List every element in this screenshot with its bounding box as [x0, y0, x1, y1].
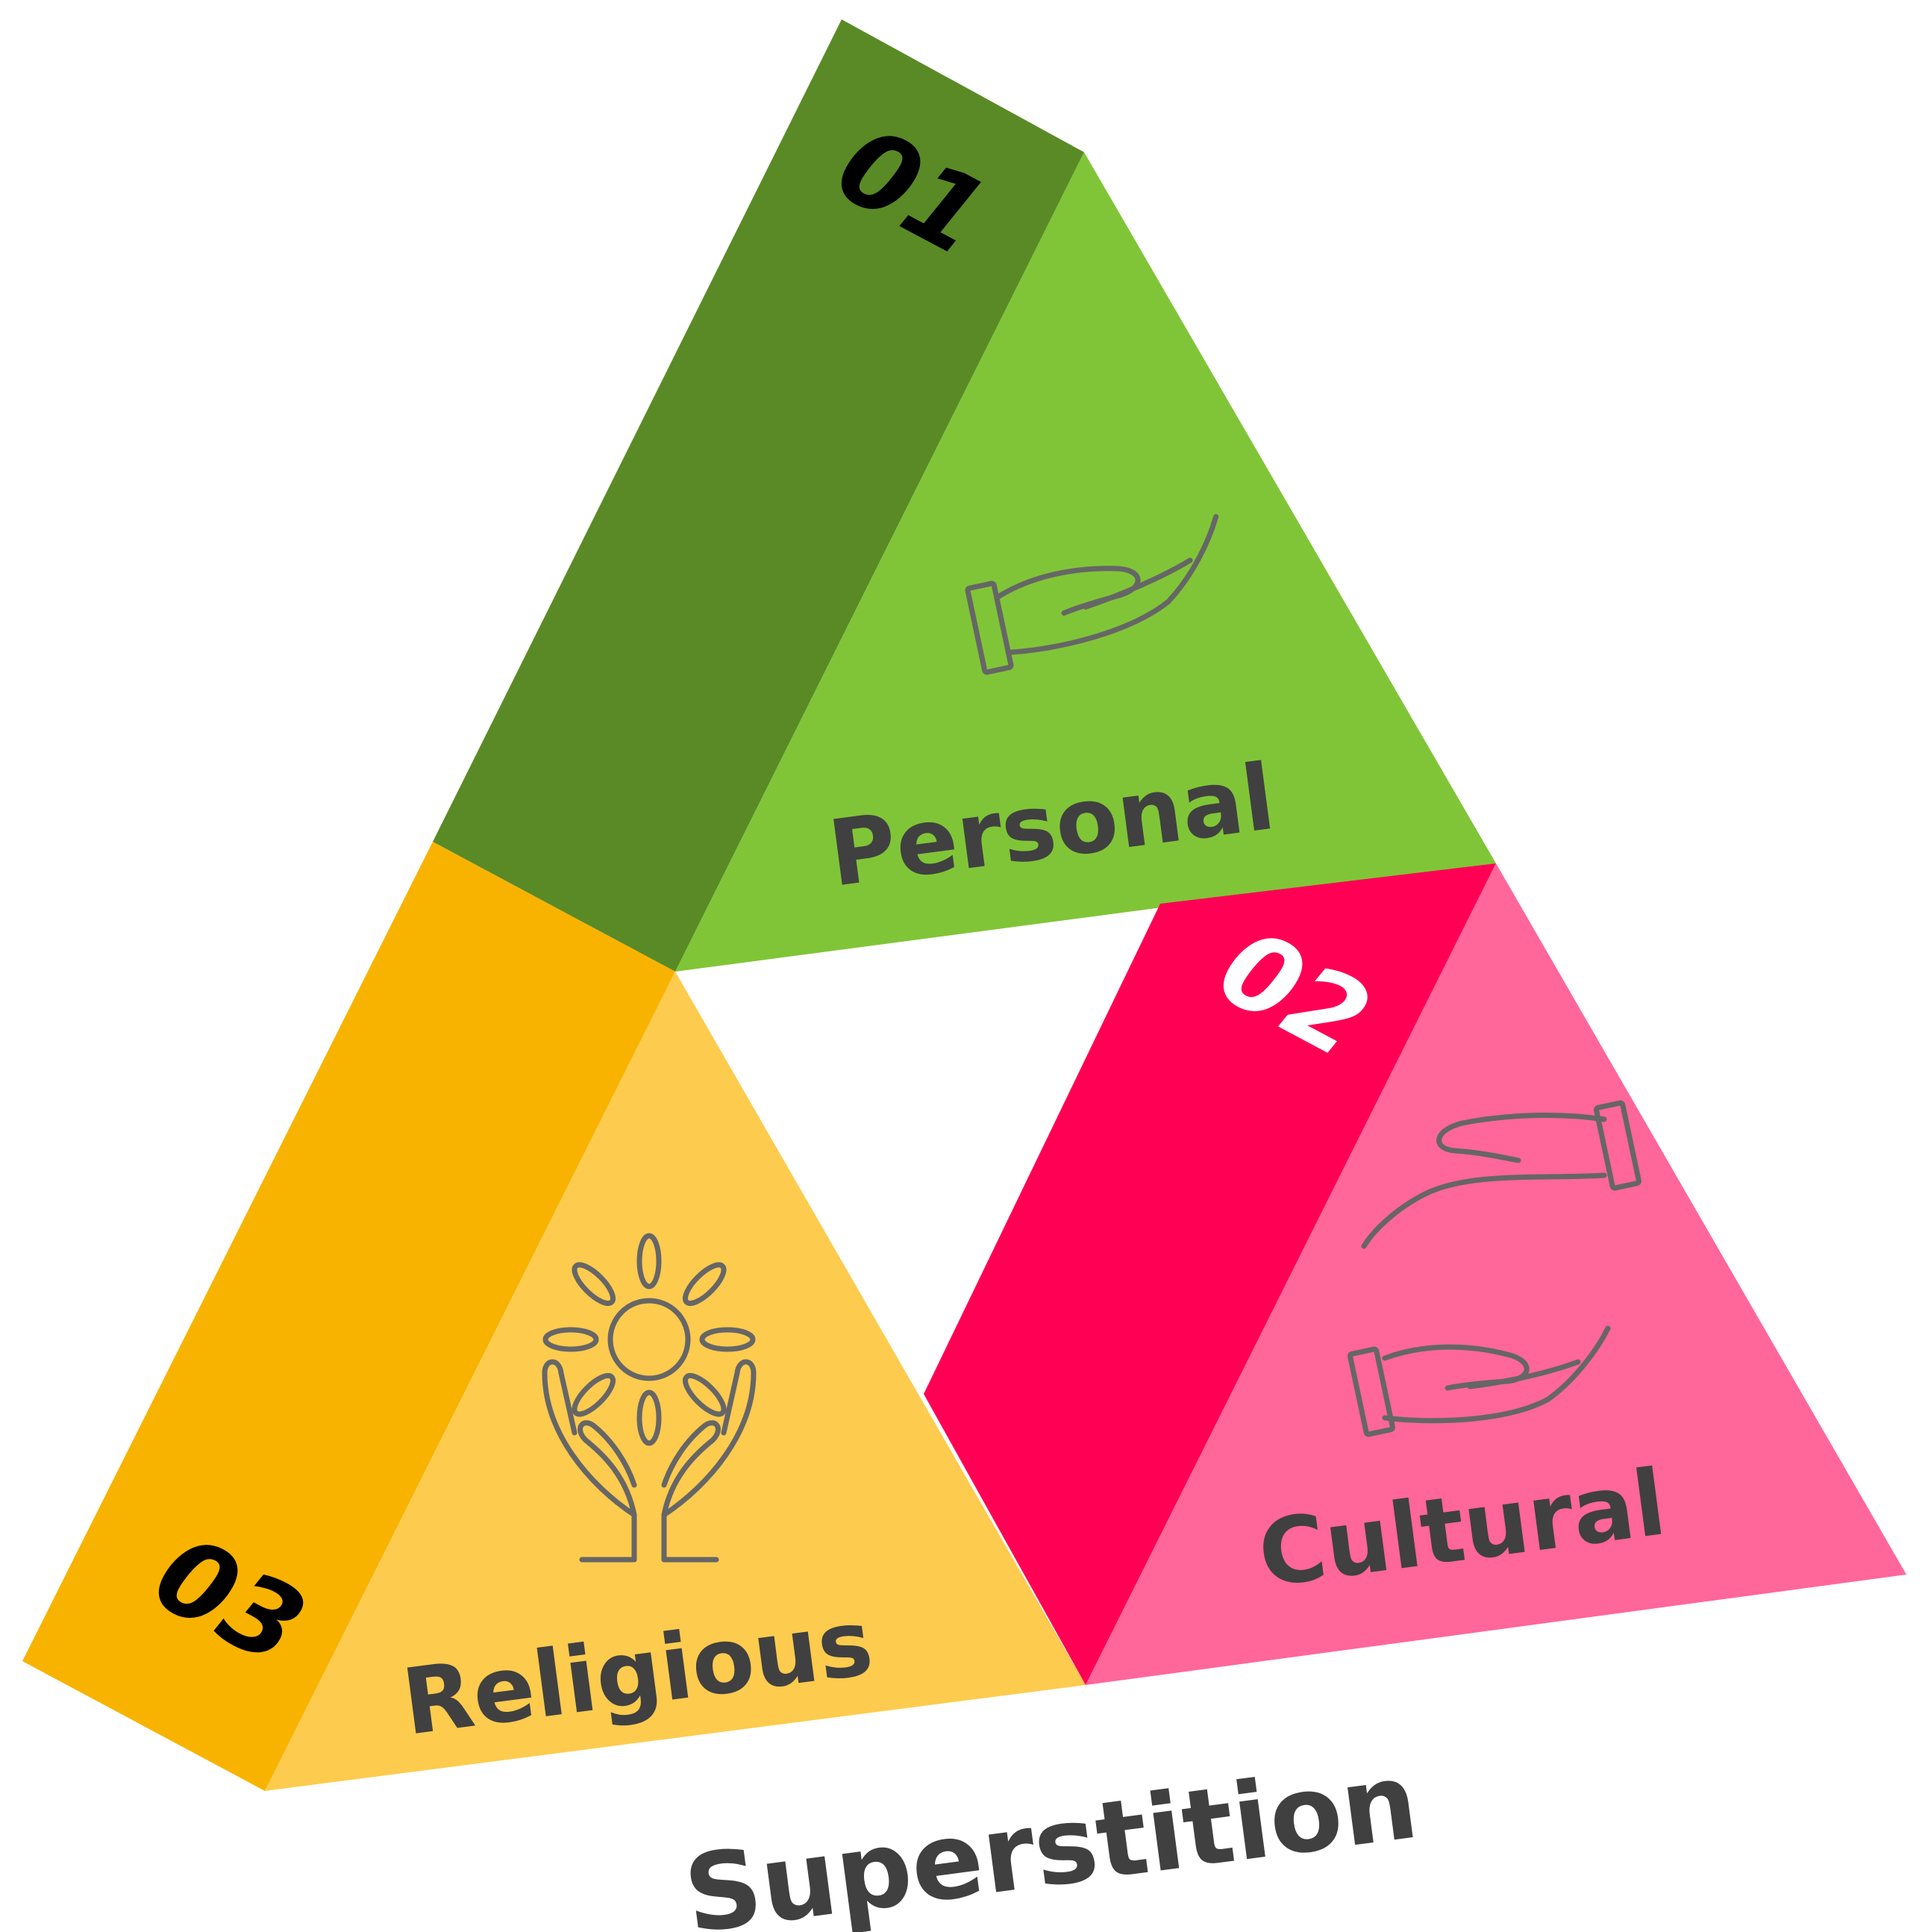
hand-icon [965, 513, 1219, 675]
two-hands-icon [1348, 1100, 1641, 1437]
personal-front-face [675, 152, 1496, 972]
segment-personal: 01 Personal [433, 19, 1496, 972]
hands-sun-icon [542, 1233, 757, 1563]
personal-side-face [433, 19, 1084, 972]
religious-front-face [265, 972, 1086, 1791]
segment-cultural: 02 Cultural [924, 863, 1906, 1685]
cultural-side-face [924, 863, 1496, 1685]
segment-religious: 03 Religious [22, 842, 1086, 1791]
diagram-title: Superstition [677, 1739, 1424, 1932]
religious-side-face [22, 842, 675, 1791]
cultural-front-face [1086, 863, 1906, 1685]
